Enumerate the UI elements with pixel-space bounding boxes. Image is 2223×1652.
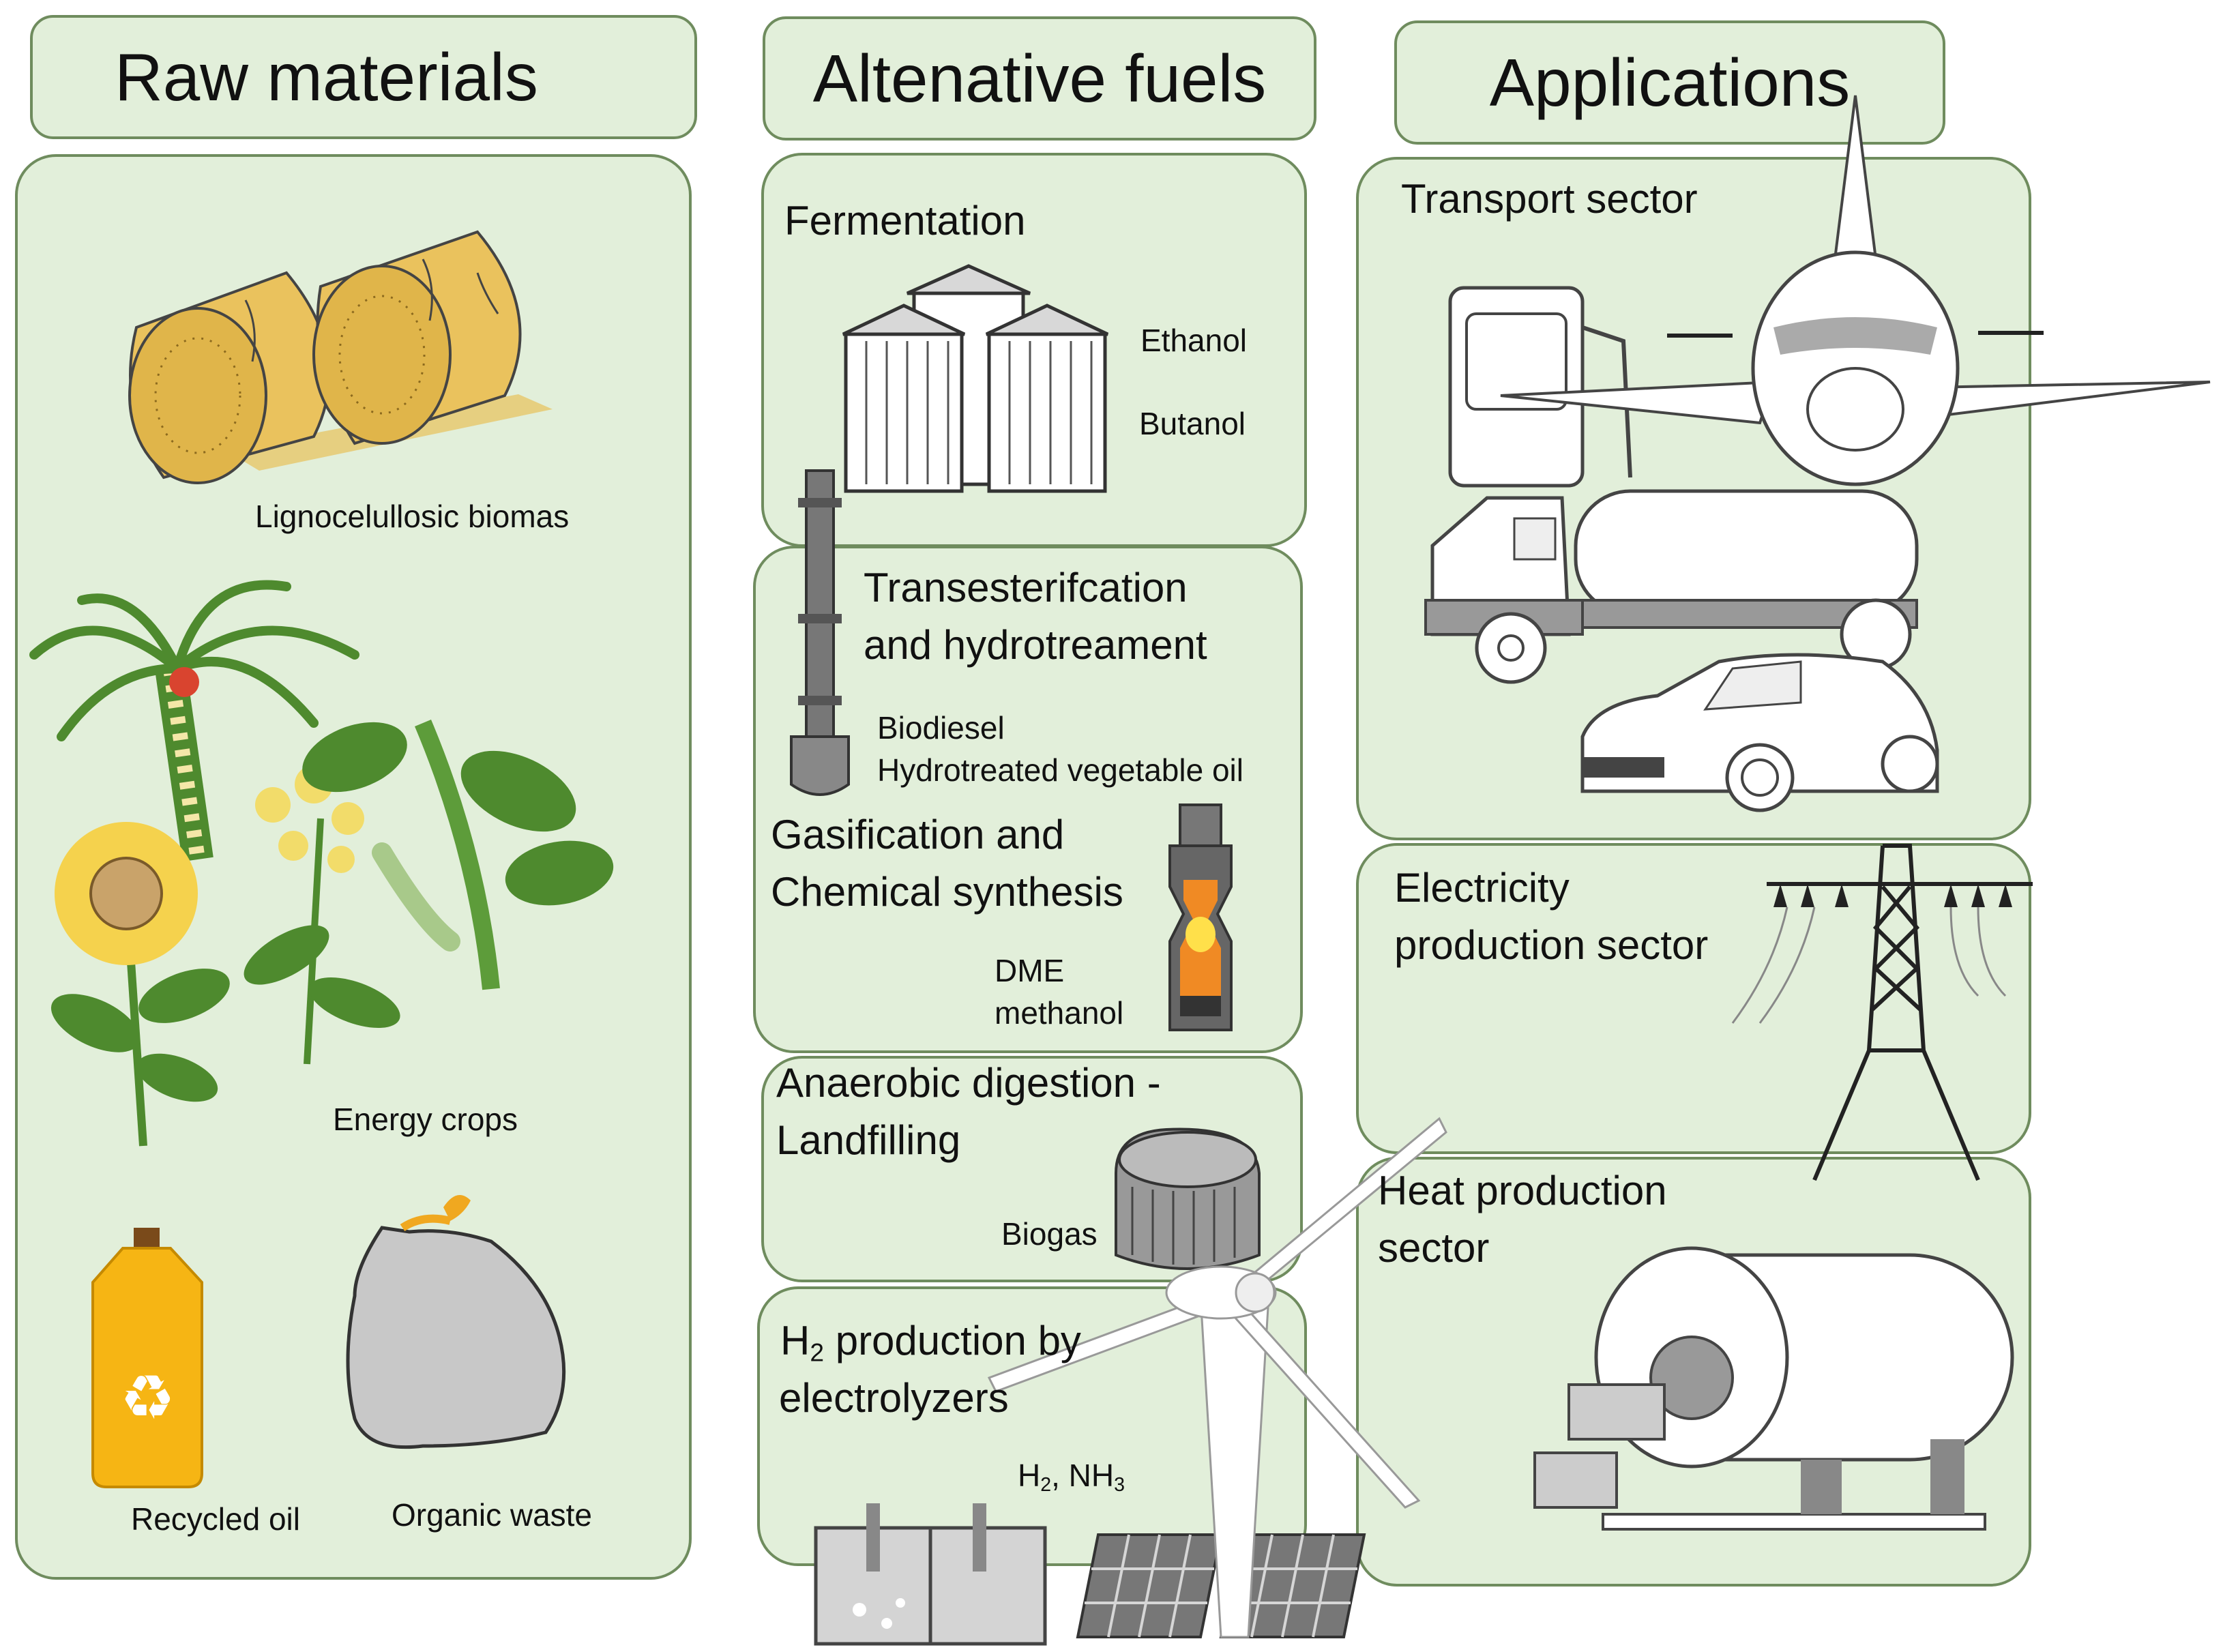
methanol-label: methanol	[995, 995, 1124, 1031]
biogas-digester-icon	[1115, 1127, 1261, 1270]
electricity-line2: production sector	[1394, 922, 1709, 968]
airplane-icon	[1500, 95, 2211, 486]
biogas-label: Biogas	[1001, 1216, 1098, 1252]
gasifier-icon	[1168, 803, 1233, 1031]
refinery-column-icon	[790, 469, 850, 796]
boiler-icon	[1533, 1246, 2014, 1531]
h2-product-h: H	[1018, 1458, 1041, 1493]
header-raw-materials-text: Raw materials	[115, 39, 538, 115]
h2-title-rest: production by	[824, 1318, 1081, 1363]
palm-tree-icon	[29, 580, 359, 862]
h2-title-prefix: H	[780, 1318, 810, 1363]
car-icon	[1580, 653, 1939, 812]
power-pylon-icon	[1731, 844, 2033, 1181]
recycled-oil-bottle-icon: ♻	[91, 1228, 203, 1488]
header-applications-text: Applications	[1489, 44, 1851, 120]
organic-waste-bag-icon	[346, 1195, 566, 1449]
h2-product-mid: , NH	[1051, 1458, 1115, 1493]
wind-turbine-icon	[987, 1117, 1447, 1638]
heat-line1: Heat production	[1378, 1168, 1667, 1213]
anaerobic-title-line2: Landfilling	[776, 1117, 961, 1163]
header-alternative-fuels: Altenative fuels	[763, 16, 1316, 141]
h2-product-h-sub: 2	[1040, 1474, 1052, 1496]
dme-label: DME	[995, 953, 1065, 988]
transport-sector-label: Transport sector	[1401, 176, 1698, 222]
electrolyzer-icon	[814, 1503, 1047, 1646]
header-raw-materials: Raw materials	[30, 15, 697, 139]
ethanol-label: Ethanol	[1140, 323, 1248, 358]
h2-title-sub: 2	[810, 1338, 825, 1367]
energy-crops-icon	[244, 719, 614, 1065]
header-alternative-fuels-text: Altenative fuels	[812, 40, 1267, 116]
fuel-pump-icon	[1448, 286, 1632, 488]
svg-text:♻: ♻	[120, 1362, 175, 1434]
lignocellulosic-label: Lignocelullosic biomas	[255, 499, 570, 534]
anaerobic-title-line1: Anaerobic digestion -	[776, 1060, 1161, 1106]
transesterification-title-line1: Transesterifcation	[864, 565, 1188, 610]
h2-title-line1: H2 production by	[780, 1321, 1081, 1366]
tanker-truck-icon	[1424, 489, 1919, 684]
fermentation-title: Fermentation	[784, 198, 1026, 244]
butanol-label: Butanol	[1139, 406, 1246, 441]
h2-product-nh-sub: 3	[1114, 1474, 1125, 1496]
energy-crops-label: Energy crops	[333, 1102, 518, 1137]
hvo-label: Hydrotreated vegetable oil	[877, 752, 1243, 788]
transesterification-title-line2: and hydrotreament	[864, 622, 1207, 668]
heat-line2: sector	[1378, 1225, 1490, 1271]
solar-panels-icon	[1076, 1533, 1366, 1638]
h2-title-line2: electrolyzers	[779, 1375, 1009, 1421]
organic-waste-label: Organic waste	[392, 1497, 593, 1533]
hay-bales-icon	[128, 230, 553, 484]
sunflower-icon	[50, 822, 230, 1147]
gasification-title-line2: Chemical synthesis	[771, 869, 1123, 915]
electricity-line1: Electricity	[1394, 865, 1570, 911]
recycled-oil-label: Recycled oil	[131, 1501, 300, 1537]
silos-icon	[842, 264, 1109, 493]
gasification-title-line1: Gasification and	[771, 812, 1065, 857]
h2-products-label: H2, NH3	[1018, 1460, 1125, 1495]
biodiesel-label: Biodiesel	[877, 710, 1005, 746]
